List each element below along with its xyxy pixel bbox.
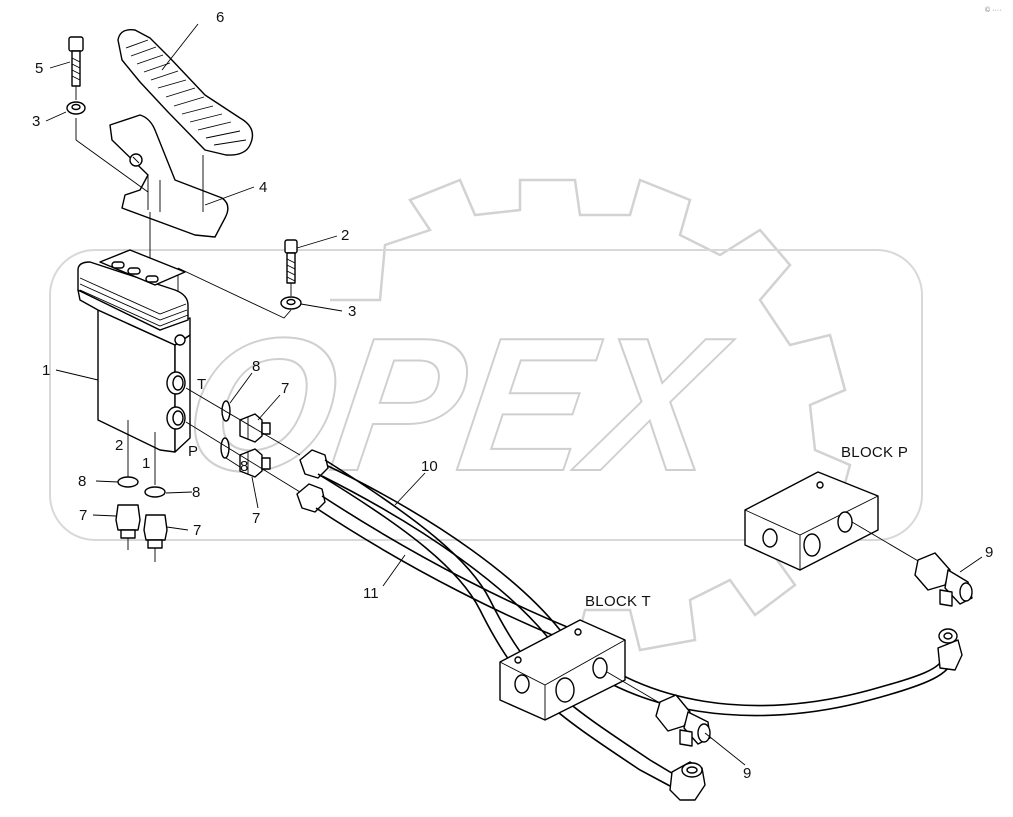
- label-port-t: T: [197, 376, 206, 393]
- assembly-line-t-port: [185, 387, 301, 456]
- label-part-7-c: 7: [79, 507, 87, 524]
- label-part-6: 6: [216, 9, 224, 26]
- label-part-8-d: 8: [192, 484, 200, 501]
- label-part-7-a: 7: [281, 380, 289, 397]
- label-part-7-d: 7: [193, 522, 201, 539]
- part-10-hose: [299, 449, 954, 787]
- watermark-frame: [49, 249, 923, 541]
- watermark-text: OPEX: [173, 299, 740, 511]
- block-t: [499, 619, 626, 721]
- corner-mark: © ····: [985, 6, 1001, 14]
- label-part-3-right: 3: [348, 303, 356, 320]
- part-3-washer-right: [280, 296, 302, 310]
- part-1-valve-body: [77, 249, 191, 485]
- hose-end-fitting-right: [937, 628, 963, 671]
- part-7-fitting-t: [239, 413, 271, 443]
- part-7-fitting-lower-right: [143, 514, 168, 562]
- part-2-bolt-right: [284, 239, 298, 296]
- label-part-8-a: 8: [252, 358, 260, 375]
- part-6-pedal-pad: [117, 29, 254, 156]
- watermark-gear: [330, 178, 852, 652]
- label-port-num-1: 1: [142, 455, 150, 472]
- label-port-p: P: [188, 443, 198, 460]
- assembly-line-slanted: [75, 139, 149, 193]
- label-part-5: 5: [35, 60, 43, 77]
- assembly-line-p-port: [185, 421, 301, 493]
- part-7-fitting-p: [239, 448, 271, 478]
- hose-end-fitting-bottom: [669, 761, 706, 801]
- part-8-oring-lower-right: [144, 486, 166, 498]
- part-8-oring-lower-left: [117, 476, 139, 488]
- label-part-8-b: 8: [240, 458, 248, 475]
- opex-watermark: OPEX: [49, 178, 923, 652]
- leader-lines: [45, 23, 983, 766]
- part-7-fitting-lower-left: [115, 504, 141, 550]
- assembly-line-block-t: [606, 671, 666, 707]
- label-part-9-a: 9: [985, 544, 993, 561]
- label-part-1: 1: [42, 362, 50, 379]
- part-4-bracket: [109, 114, 229, 238]
- part-9-fitting-block-p: [914, 552, 973, 607]
- label-part-8-c: 8: [78, 473, 86, 490]
- label-block-t: BLOCK T: [585, 593, 651, 610]
- part-5-bolt: [68, 36, 84, 100]
- label-part-7-b: 7: [252, 510, 260, 527]
- label-part-3-top: 3: [32, 113, 40, 130]
- label-port-num-2: 2: [115, 437, 123, 454]
- label-part-10: 10: [421, 458, 438, 475]
- label-block-p: BLOCK P: [841, 444, 908, 461]
- part-3-washer-top: [66, 101, 86, 115]
- part-9-fitting-block-t: [655, 694, 711, 747]
- label-part-9-b: 9: [743, 765, 751, 782]
- block-p: [744, 471, 879, 571]
- label-part-11: 11: [363, 585, 379, 602]
- label-part-4: 4: [259, 179, 267, 196]
- assembly-line-block-p: [851, 521, 926, 566]
- label-part-2-bolt: 2: [341, 227, 349, 244]
